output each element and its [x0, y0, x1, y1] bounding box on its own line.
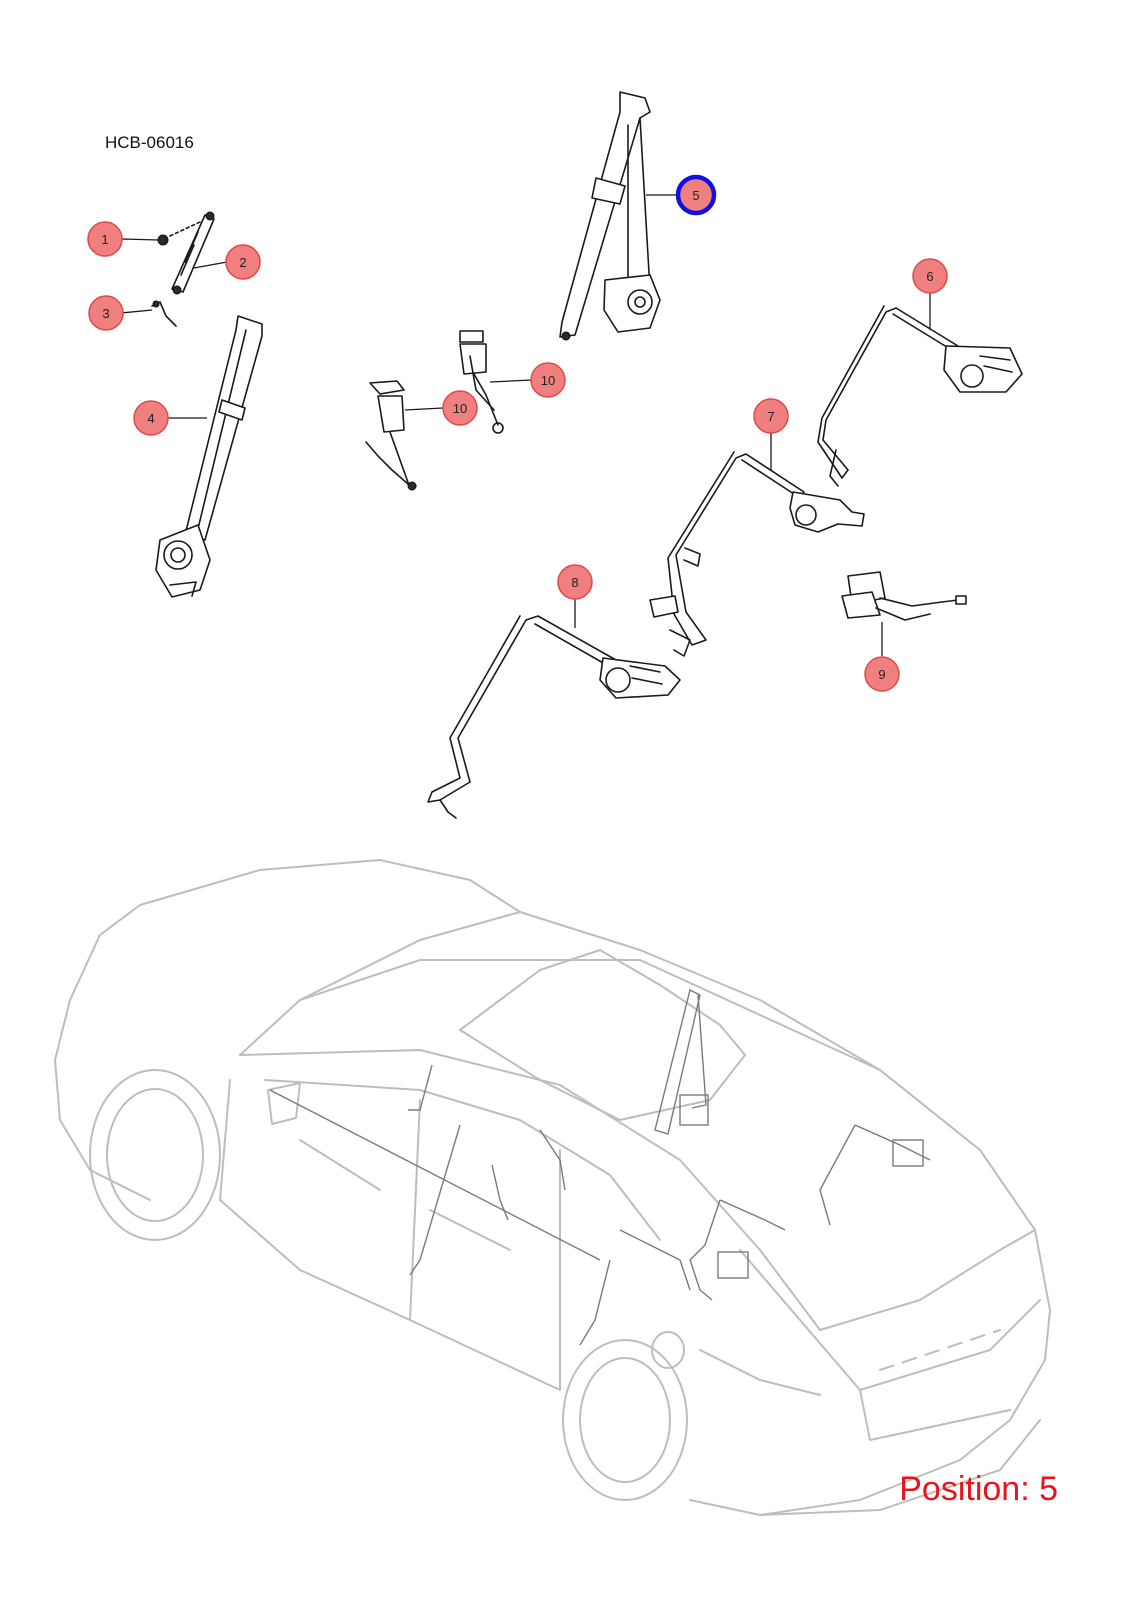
- callout-4[interactable]: 4: [133, 400, 169, 436]
- svg-text:8: 8: [571, 575, 578, 590]
- part-1-nut[interactable]: [157, 234, 169, 246]
- svg-text:3: 3: [102, 306, 109, 321]
- svg-text:10: 10: [453, 401, 467, 416]
- callout-5-selected[interactable]: 5: [675, 174, 717, 216]
- callout-10-right[interactable]: 10: [530, 362, 566, 398]
- position-indicator: Position: 5: [899, 1470, 1058, 1508]
- svg-text:9: 9: [878, 667, 885, 682]
- callout-7[interactable]: 7: [753, 398, 789, 434]
- callout-2[interactable]: 2: [225, 244, 261, 280]
- leader-lines: [120, 194, 931, 656]
- part-3-bolt[interactable]: [151, 300, 177, 327]
- svg-text:5: 5: [692, 188, 699, 203]
- svg-text:4: 4: [147, 411, 154, 426]
- part-5-b-pillar-belt[interactable]: [559, 91, 661, 341]
- callout-8[interactable]: 8: [557, 564, 593, 600]
- part-2-adjuster[interactable]: [169, 211, 215, 295]
- part-7-center-belt[interactable]: [649, 451, 865, 657]
- part-10-buckle-left[interactable]: [365, 380, 417, 491]
- callout-1[interactable]: 1: [87, 221, 123, 257]
- svg-text:6: 6: [926, 269, 933, 284]
- svg-text:1: 1: [101, 232, 108, 247]
- part-9-center-buckle[interactable]: [841, 571, 967, 621]
- part-8-rear-belt-long[interactable]: [427, 615, 681, 819]
- part-6-rear-belt[interactable]: [817, 305, 1023, 487]
- car-outline: [54, 859, 1051, 1516]
- callout-10-left[interactable]: 10: [442, 390, 478, 426]
- callout-3[interactable]: 3: [88, 295, 124, 331]
- diagram-code: HCB-06016: [105, 133, 194, 152]
- part-4-front-belt[interactable]: [155, 315, 263, 598]
- svg-text:2: 2: [239, 255, 246, 270]
- part-10-buckle-right[interactable]: [459, 330, 504, 434]
- callout-6[interactable]: 6: [912, 258, 948, 294]
- car-belts: [269, 988, 931, 1346]
- svg-text:7: 7: [767, 409, 774, 424]
- svg-text:10: 10: [541, 373, 555, 388]
- callout-9[interactable]: 9: [864, 656, 900, 692]
